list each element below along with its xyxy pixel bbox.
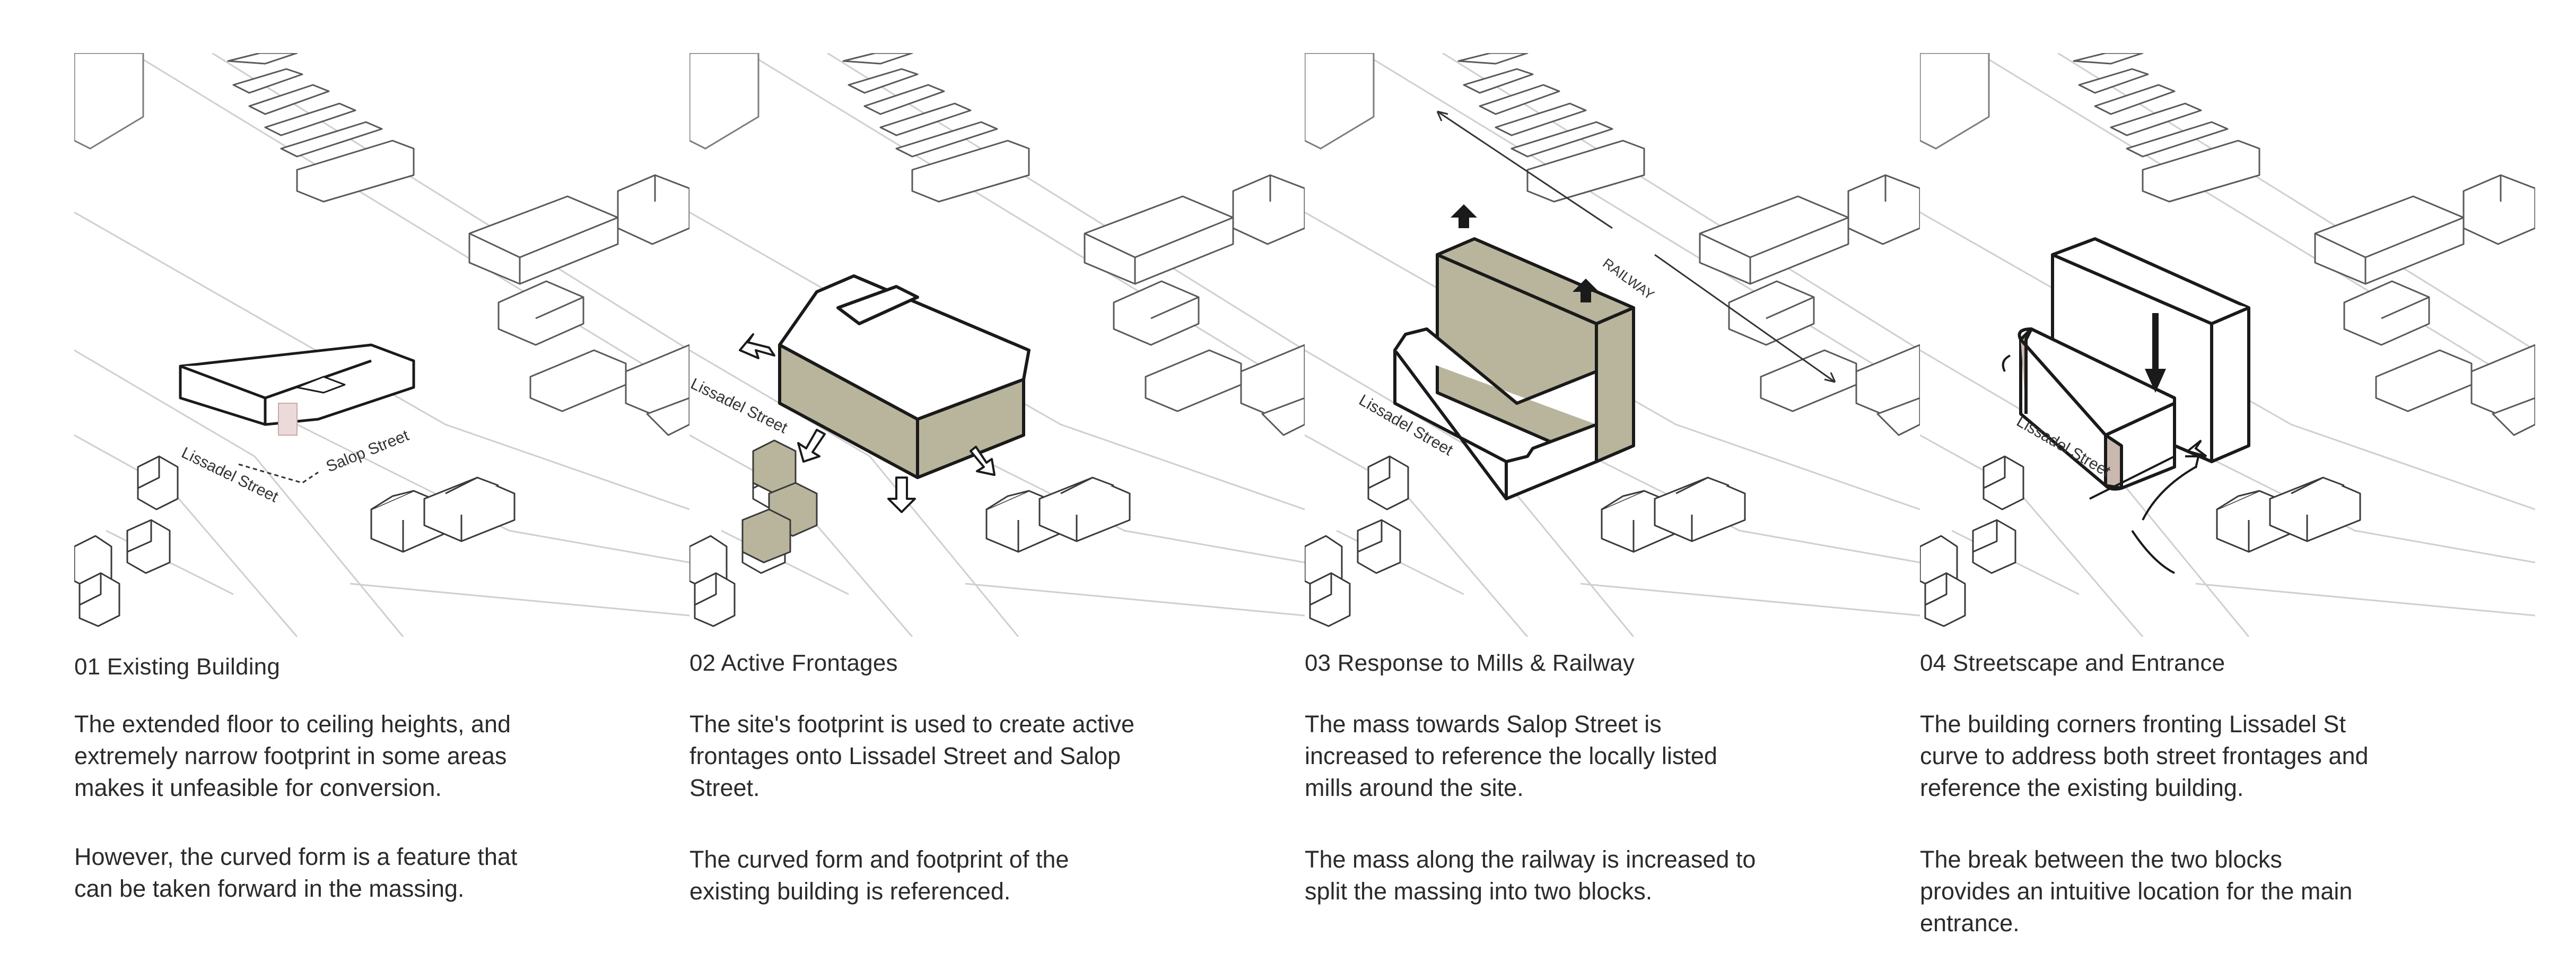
panel-title: 04 Streetscape and Entrance <box>1920 650 2225 676</box>
street-label-lissadel: Lissadel Street <box>689 375 790 437</box>
panel-paragraph-1: The mass towards Salop Street is increas… <box>1305 711 1717 801</box>
massing-diagram: RAILWAY Lissadel Street <box>1305 53 1920 637</box>
railway-arrow <box>1436 110 1836 383</box>
massing-diagram: Lissadel Street <box>689 53 1305 637</box>
height-arrows <box>1451 204 1599 302</box>
frontage-arrows <box>739 333 996 513</box>
panel-existing-building: Lissadel Street Salop Street 01 Existing… <box>74 0 689 953</box>
panel-response-mills-railway: RAILWAY Lissadel Street 03 Response to M… <box>1305 0 1920 953</box>
panel-paragraph-2: The mass along the railway is increased … <box>1305 846 1756 905</box>
route-arrows <box>2002 354 2200 574</box>
panel-paragraph-1: The extended floor to ceiling heights, a… <box>74 711 511 801</box>
panel-paragraph-2: The break between the two blocks provide… <box>1920 846 2353 937</box>
massing-diagram: Lissadel Street <box>1920 53 2535 637</box>
panel-active-frontages: Lissadel Street 02 Active Frontages The … <box>689 0 1305 953</box>
panel-title: 02 Active Frontages <box>689 650 898 676</box>
street-label-lissadel: Lissadel Street <box>179 444 281 506</box>
low-block <box>1393 327 1598 500</box>
highlighted-houses <box>741 439 818 564</box>
panel-title: 01 Existing Building <box>74 654 281 680</box>
panel-streetscape-entrance: Lissadel Street 04 Streetscape and Entra… <box>1920 0 2535 953</box>
entrance-down-arrow <box>2145 313 2166 393</box>
panel-paragraph-1: The building corners fronting Lissadel S… <box>1920 711 2369 801</box>
street-label-salop: Salop Street <box>324 427 412 476</box>
low-block <box>2018 327 2176 491</box>
existing-building <box>179 343 415 426</box>
massing-block <box>778 274 1031 479</box>
existing-corner-highlight <box>278 403 298 436</box>
entrance-arrow <box>2185 439 2207 457</box>
panel-paragraph-2: However, the curved form is a feature th… <box>74 843 518 902</box>
panel-paragraph-1: The site's footprint is used to create a… <box>689 711 1135 801</box>
panel-paragraph-2: The curved form and footprint of the exi… <box>689 846 1069 905</box>
massing-diagram: Lissadel Street Salop Street <box>74 53 689 637</box>
tall-block <box>1436 237 1635 463</box>
panel-title: 03 Response to Mills & Railway <box>1305 650 1635 676</box>
